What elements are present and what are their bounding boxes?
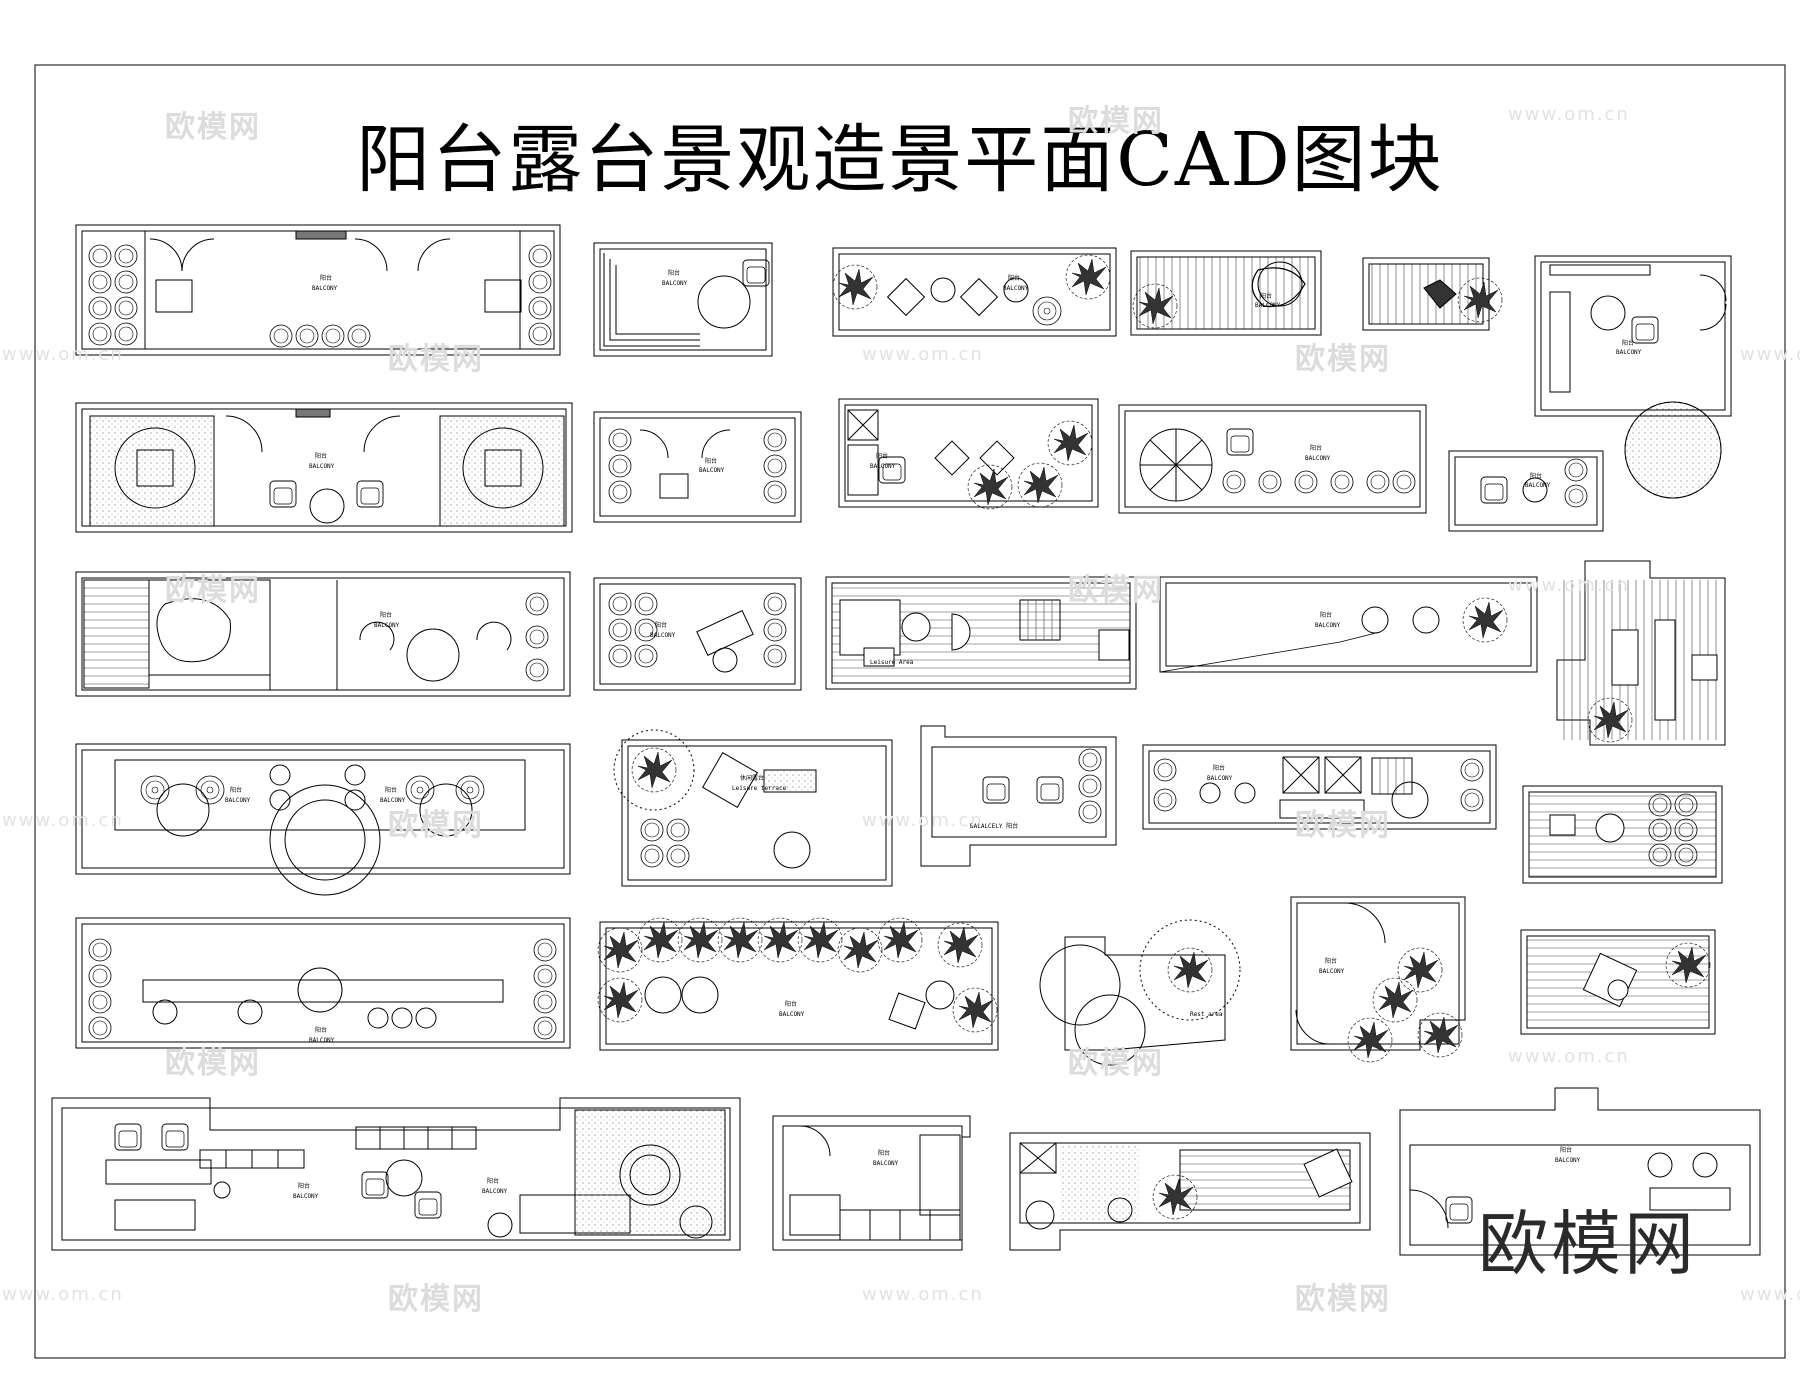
watermark-url: www.om.cn [2,810,124,831]
watermark-url: www.om.cn [1740,1284,1800,1305]
balcony-label-en: BALCONY [1525,482,1551,489]
balcony-label-cn: 阳台 [1320,611,1332,619]
balcony-label-en: BALCONY [312,285,338,292]
watermark-brand: 欧模网 [1068,573,1164,608]
rest-area-label: Rest area [1190,1011,1223,1018]
balcony-label-cn: 阳台 [315,1026,327,1034]
balcony-label-en: BALCONY [380,797,406,804]
balcony-label-en: BALCONY [870,463,896,470]
balcony-label-cn: 阳台 [878,1149,890,1157]
balcony-label-en: BALCONY [699,467,725,474]
balcony-label-cn: 阳台 [230,786,242,794]
balcony-label-en: BALCONY [374,622,400,629]
balcony-label-en: BALCONY [1315,622,1341,629]
balcony-label-cn: 阳台 [298,1182,310,1190]
balcony-label-en: BALCONY [1207,775,1233,782]
balcony-label-cn: 阳台 [1560,1146,1572,1154]
balcony-label-en: BALCONY [225,797,251,804]
balcony-label-en: BALCONY [1305,455,1331,462]
balcony-label-en: BALCONY [662,280,688,287]
balcony-label-cn: 阳台 [1530,472,1542,480]
watermark-url: www.om.cn [862,344,984,365]
watermark-url: www.om.cn [862,810,984,831]
watermark-brand: 欧模网 [388,1282,484,1317]
balcony-label-en: BALCONY [309,1037,335,1044]
balcony-label-en: BALCONY [293,1193,319,1200]
balcony-label-cn: 阳台 [385,786,397,794]
watermark-brand: 欧模网 [1295,1282,1391,1317]
leisure-terrace-label-cn: 休闲露台 [740,774,764,782]
balcony-label-en: BALCONY [309,463,335,470]
leisure-area-label: Leisure Area [870,659,914,666]
balcony-label-en: BALCONY [650,632,676,639]
balcony-label-cn: 阳台 [315,452,327,460]
watermark-brand: 欧模网 [388,808,484,843]
watermark-url: www.om.cn [1740,344,1800,365]
balcony-label-cn: 阳台 [1325,957,1337,965]
page-title: 阳台露台景观造景平面CAD图块 [356,117,1444,203]
balcony-label-en: BALCONY [873,1160,899,1167]
balcony-label-en: BALCONY [1319,968,1345,975]
balcony-label-cn: 阳台 [1260,292,1272,300]
leisure-terrace-label-en: Leisure terrace [732,785,787,792]
balcony-label-cn: 阳台 [668,269,680,277]
balcony-label-en: BALCONY [1555,1157,1581,1164]
watermark-url: www.om.cn [1508,104,1630,125]
balcony-label-cn: 阳台 [705,457,717,465]
watermark-url: www.om.cn [1508,1046,1630,1067]
balcony-label-cn: 阳台 [1213,764,1225,772]
watermark-brand: 欧模网 [165,573,261,608]
balcony-label-cn: 阳台 [380,611,392,619]
balcony-label-cn: 阳台 [1622,339,1634,347]
watermark-url: www.om.cn [862,1284,984,1305]
watermark-brand: 欧模网 [165,110,261,145]
balcony-label-cn: 阳台 [655,621,667,629]
watermark-logo: 欧模网 [1478,1203,1697,1285]
watermark-url: www.om.cn [2,344,124,365]
watermark-brand: 欧模网 [1295,808,1391,843]
balcony-label-en: BALCONY [1003,285,1029,292]
balcony-label-en: BALCONY [1616,349,1642,356]
watermark-url: www.om.cn [2,1284,124,1305]
watermark-brand: 欧模网 [1068,1046,1164,1081]
balcony-label-cn: 阳台 [1310,444,1322,452]
balcony-label-cn: 阳台 [785,1000,797,1008]
balcony-label-en: BALCONY [1255,302,1281,309]
watermark-brand: 欧模网 [388,342,484,377]
watermark-brand: 欧模网 [1068,104,1164,139]
watermark-url: www.om.cn [1508,575,1630,596]
balcony-label-en: BALCONY [482,1188,508,1195]
balcony-label-cn: 阳台 [876,452,888,460]
balcony-label-cn: 阳台 [1008,274,1020,282]
watermark-brand: 欧模网 [165,1046,261,1081]
balalcely-label: BALALCELY 阳台 [970,822,1018,830]
balcony-label-cn: 阳台 [320,274,332,282]
balcony-label-cn: 阳台 [487,1177,499,1185]
watermark-brand: 欧模网 [1295,342,1391,377]
balcony-label-en: BALCONY [779,1011,805,1018]
